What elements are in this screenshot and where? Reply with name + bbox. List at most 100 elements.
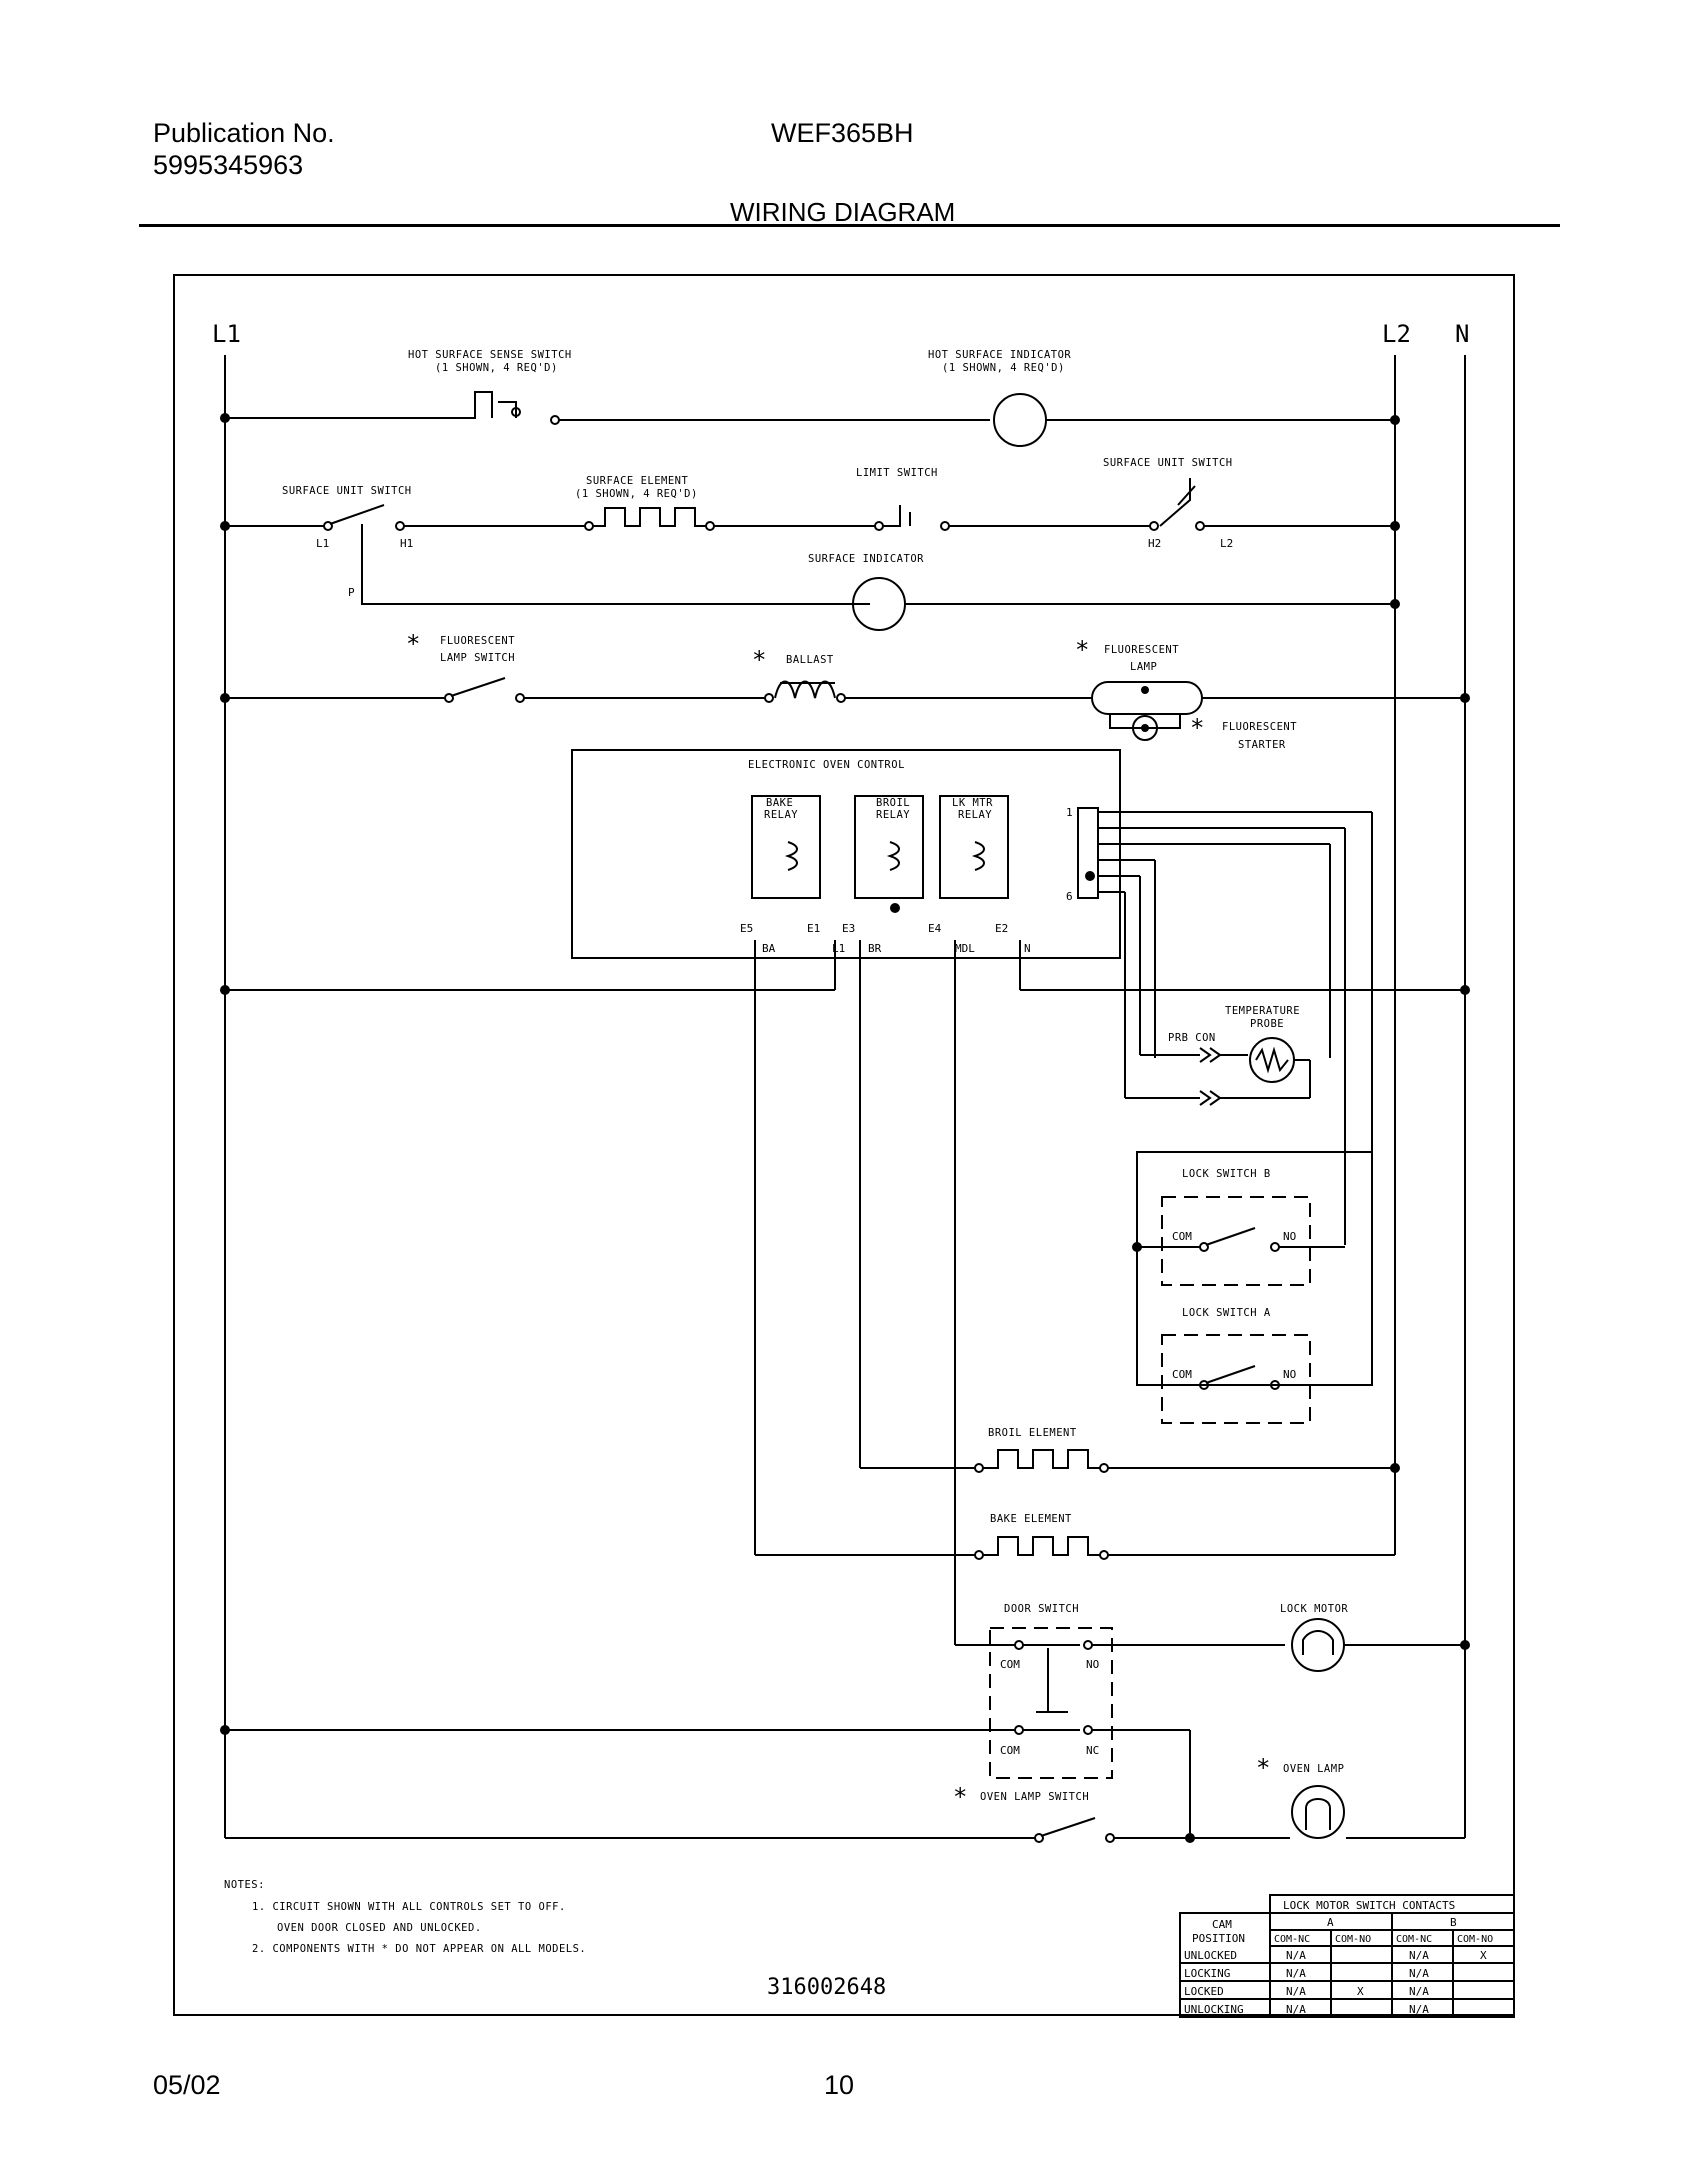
note-2: 2. COMPONENTS WITH * DO NOT APPEAR ON AL… xyxy=(252,1943,586,1955)
note-1-line-2: OVEN DOOR CLOSED AND UNLOCKED. xyxy=(277,1922,482,1934)
lock-table-cell: N/A xyxy=(1286,2003,1306,2016)
label-limit-switch: LIMIT SWITCH xyxy=(856,467,938,479)
asterisk-oven-lamp-switch: * xyxy=(953,1783,967,1811)
footer-date: 05/02 xyxy=(153,2070,221,2100)
label-oven-lamp-switch: OVEN LAMP SWITCH xyxy=(980,1791,1089,1803)
electronic-oven-control-box xyxy=(571,749,1121,959)
notes-title: NOTES: xyxy=(224,1879,265,1891)
lock-table-col-3: COM-NC xyxy=(1396,1934,1432,1945)
asterisk-ballast: * xyxy=(752,646,766,674)
header-rule xyxy=(139,224,1560,227)
label-lock-switch-b: LOCK SWITCH B xyxy=(1182,1168,1271,1180)
label-bake-relay-2: RELAY xyxy=(764,809,798,821)
label-door-com-top: COM xyxy=(1000,1658,1020,1671)
label-term-l2: L2 xyxy=(1220,537,1233,550)
label-term-h1: H1 xyxy=(400,537,413,550)
broil-relay-box xyxy=(854,795,924,899)
hot-surface-indicator-icon xyxy=(993,393,1047,447)
label-fluorescent-starter-2: STARTER xyxy=(1238,739,1286,751)
label-mdl: MDL xyxy=(955,942,975,955)
label-broil-element: BROIL ELEMENT xyxy=(988,1427,1077,1439)
surface-element-icon xyxy=(593,507,706,527)
note-1-line-1: 1. CIRCUIT SHOWN WITH ALL CONTROLS SET T… xyxy=(252,1901,566,1913)
label-br: BR xyxy=(868,942,882,955)
lock-motor-icon xyxy=(1291,1618,1345,1672)
label-lock-a-no: NO xyxy=(1283,1368,1296,1381)
lock-table-position: POSITION xyxy=(1192,1932,1245,1945)
label-ba: BA xyxy=(762,942,776,955)
lk-mtr-relay-box xyxy=(939,795,1009,899)
label-e3: E3 xyxy=(842,922,855,935)
label-surface-unit-switch-right: SURFACE UNIT SWITCH xyxy=(1103,457,1233,469)
label-prb-con: PRB CON xyxy=(1168,1032,1216,1044)
lock-table-cell: N/A xyxy=(1286,1985,1306,1998)
lock-table-cell: N/A xyxy=(1286,1949,1306,1962)
door-switch-box xyxy=(989,1627,1113,1779)
label-broil-relay-1: BROIL xyxy=(876,797,910,809)
label-door-switch: DOOR SWITCH xyxy=(1004,1603,1079,1615)
broil-element-icon xyxy=(983,1449,1100,1469)
lock-table-cam: CAM xyxy=(1212,1918,1232,1931)
label-fluorescent-lamp-1: FLUORESCENT xyxy=(1104,644,1179,656)
label-temperature-probe-1: TEMPERATURE xyxy=(1225,1005,1300,1017)
lock-table-cell: N/A xyxy=(1286,1967,1306,1980)
lock-table-cell: X xyxy=(1480,1949,1487,1962)
label-lock-switch-a: LOCK SWITCH A xyxy=(1182,1307,1271,1319)
label-l1-terminal: L1 xyxy=(832,942,845,955)
label-electronic-oven-control: ELECTRONIC OVEN CONTROL xyxy=(748,759,905,771)
label-broil-relay-2: RELAY xyxy=(876,809,910,821)
label-e1: E1 xyxy=(807,922,820,935)
diagram-title: WIRING DIAGRAM xyxy=(730,197,956,227)
publication-number: 5995345963 xyxy=(153,150,304,180)
lock-switch-b-box xyxy=(1161,1196,1311,1286)
label-term-l1: L1 xyxy=(316,537,329,550)
label-ballast: BALLAST xyxy=(786,654,834,666)
label-bake-element: BAKE ELEMENT xyxy=(990,1513,1072,1525)
junction-dots xyxy=(220,413,1470,1843)
part-number: 316002648 xyxy=(767,1975,886,2000)
label-fluorescent-lamp-switch-2: LAMP SWITCH xyxy=(440,652,515,664)
label-hot-surface-indicator: HOT SURFACE INDICATOR xyxy=(928,349,1071,361)
label-term-h2: H2 xyxy=(1148,537,1161,550)
asterisk-oven-lamp: * xyxy=(1256,1754,1270,1782)
lock-table-cell: N/A xyxy=(1409,1967,1429,1980)
asterisk-fluorescent-switch: * xyxy=(406,630,420,658)
label-lock-b-no: NO xyxy=(1283,1230,1296,1243)
label-oven-lamp: OVEN LAMP xyxy=(1283,1763,1344,1775)
label-surface-element: SURFACE ELEMENT xyxy=(586,475,689,487)
asterisk-fluorescent-starter: * xyxy=(1190,714,1204,742)
rail-label-l2: L2 xyxy=(1382,320,1411,348)
lock-table-cell: N/A xyxy=(1409,1949,1429,1962)
lock-table-col-4: COM-NO xyxy=(1457,1934,1493,1945)
lock-table-group-b: B xyxy=(1450,1916,1457,1929)
page-number: 10 xyxy=(824,2070,855,2100)
bake-relay-box xyxy=(751,795,821,899)
bake-element-icon xyxy=(983,1536,1100,1556)
label-lk-mtr-relay-1: LK MTR xyxy=(952,797,993,809)
lock-table-cell: N/A xyxy=(1409,2003,1429,2016)
fluorescent-starter-icon xyxy=(1132,715,1158,741)
label-lock-a-com: COM xyxy=(1172,1368,1192,1381)
hot-surface-circuit xyxy=(225,391,1395,447)
surface-element-circuit xyxy=(225,478,1395,631)
label-door-no: NO xyxy=(1086,1658,1099,1671)
lock-switch-a-box xyxy=(1161,1334,1311,1424)
label-door-nc: NC xyxy=(1086,1744,1099,1757)
label-surface-unit-switch-left: SURFACE UNIT SWITCH xyxy=(282,485,412,497)
lock-table-col-2: COM-NO xyxy=(1335,1934,1371,1945)
label-hot-surface-sense-qty: (1 SHOWN, 4 REQ'D) xyxy=(435,362,558,374)
label-e5: E5 xyxy=(740,922,753,935)
lock-table-col-1: COM-NC xyxy=(1274,1934,1310,1945)
diagram-frame xyxy=(173,274,1515,2016)
label-pin-1: 1 xyxy=(1066,806,1073,819)
lock-table-row-position: LOCKING xyxy=(1184,1967,1230,1980)
lock-table-cell: N/A xyxy=(1409,1985,1429,1998)
label-pin-6: 6 xyxy=(1066,890,1073,903)
label-term-p: P xyxy=(348,586,355,599)
lock-table-group-a: A xyxy=(1327,1916,1334,1929)
model-number: WEF365BH xyxy=(771,118,914,148)
label-e4: E4 xyxy=(928,922,942,935)
asterisk-fluorescent-lamp: * xyxy=(1075,636,1089,664)
terminal-block xyxy=(1077,807,1099,899)
